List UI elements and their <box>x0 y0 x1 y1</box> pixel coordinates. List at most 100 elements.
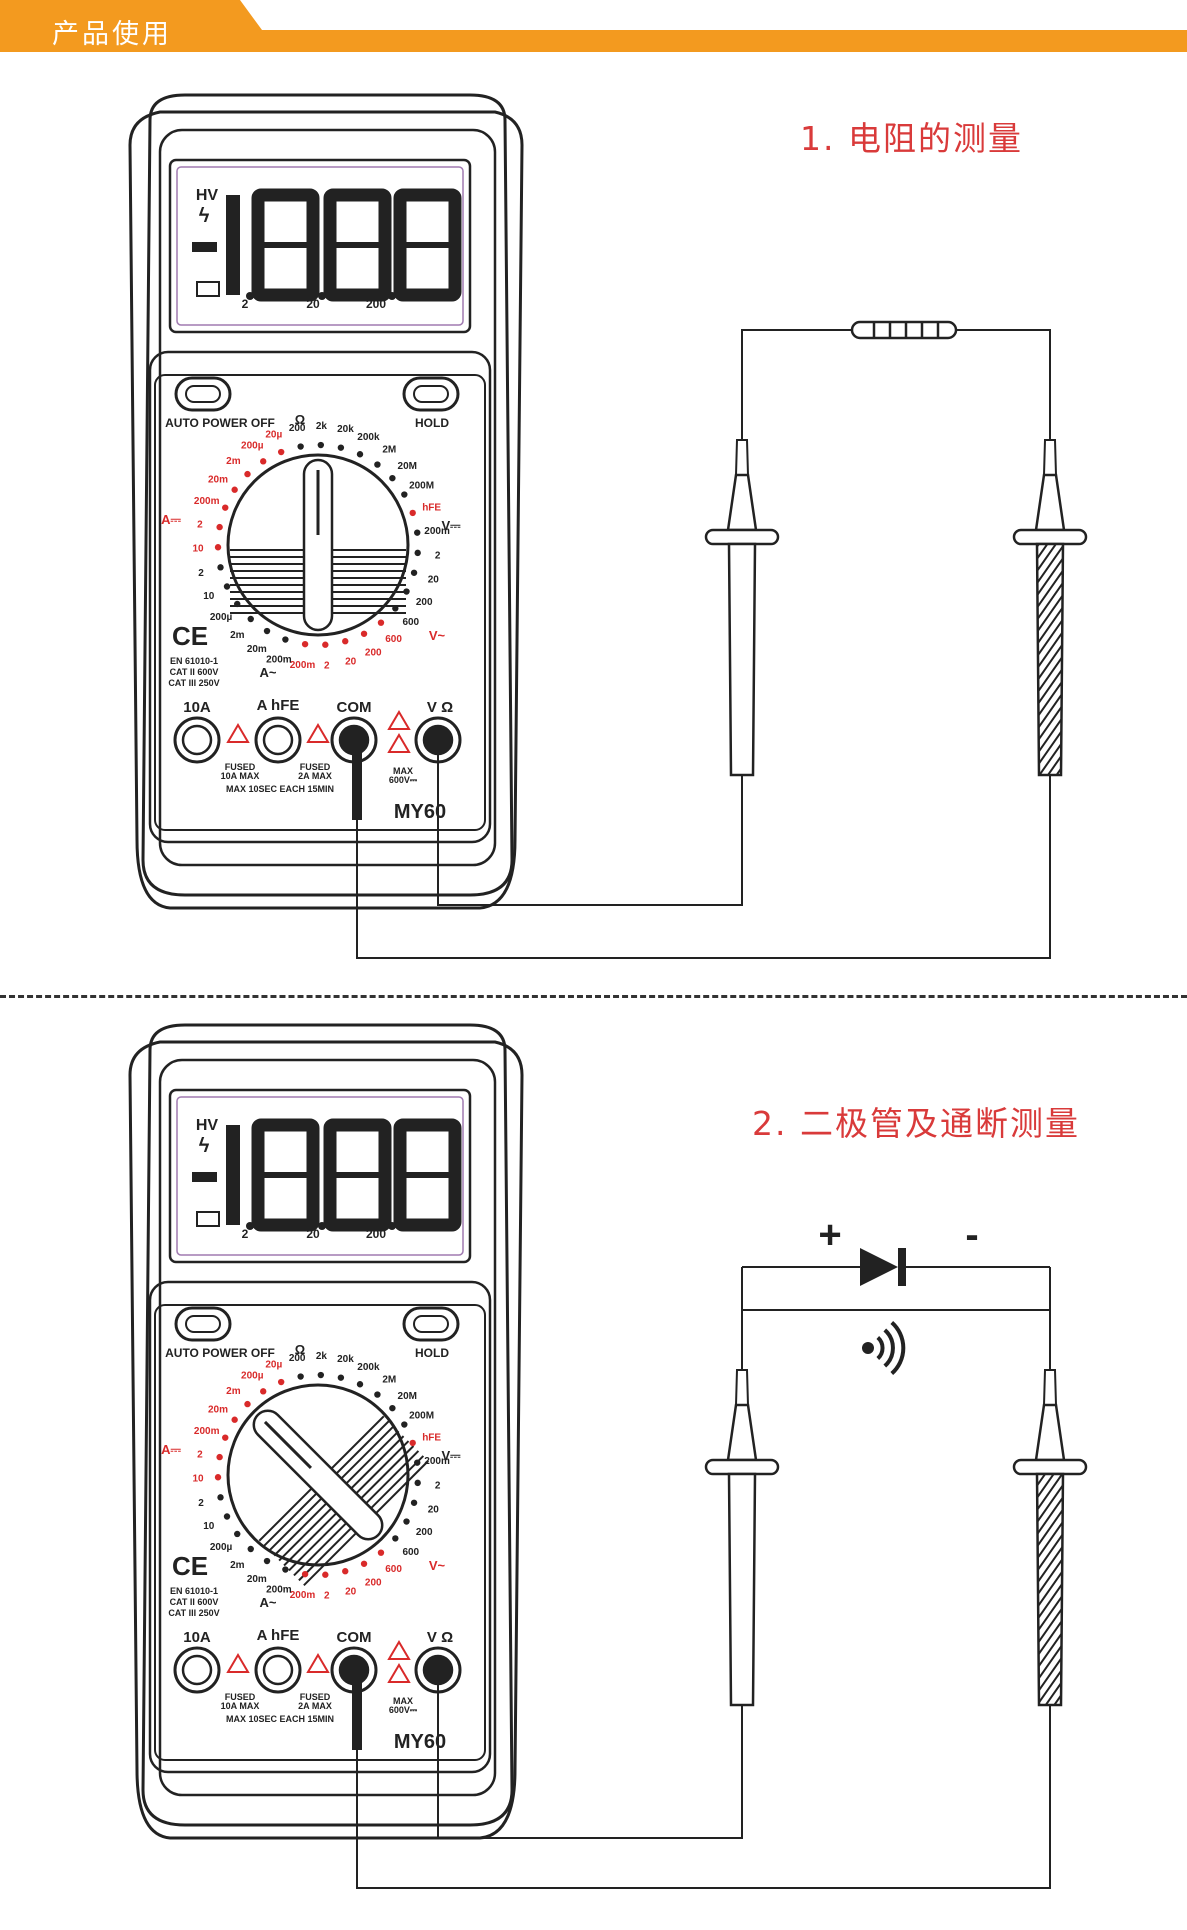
dial-position-dot <box>322 1571 329 1578</box>
com-plug <box>352 1670 362 1750</box>
dial-position-dot <box>234 1530 241 1538</box>
a-ac-label: A~ <box>260 1595 277 1610</box>
display-frame <box>168 1088 472 1264</box>
hold-button-inner <box>413 1315 449 1333</box>
decimal-point <box>246 292 254 300</box>
dial-position-label: 200m <box>266 654 292 665</box>
model-name: MY60 <box>394 801 446 823</box>
hold-button <box>402 1306 460 1342</box>
dial-position-dot <box>342 638 349 645</box>
dial-position-dot <box>231 486 238 493</box>
buzzer-wave <box>890 1321 906 1375</box>
polarity-plus-label: + <box>818 1213 841 1257</box>
dial-position-dot <box>282 636 289 643</box>
dial-position-dot <box>234 600 241 608</box>
dial-position-dot <box>216 523 223 531</box>
dial-position-dot <box>301 1570 309 1578</box>
dial-position-label: 20m <box>247 644 267 655</box>
dial-position-label: 200m <box>290 1590 316 1601</box>
display-hv-label: HV <box>196 187 219 204</box>
decimal-point <box>246 1222 254 1230</box>
a-dc-label: A⎓ <box>161 1442 181 1457</box>
auto-power-off-button <box>174 1306 232 1342</box>
dial-position-dot <box>401 1421 408 1428</box>
ce-mark: CE <box>172 621 208 651</box>
display-digits <box>192 1118 462 1232</box>
header-title: 产品使用 <box>52 19 172 50</box>
dial-position-label: 2k <box>316 1351 328 1362</box>
warning-triangle-icon <box>387 710 411 730</box>
dial-position-label: 20 <box>428 574 440 585</box>
dial-position-label: 2 <box>198 568 204 579</box>
jack-ahfe-label: A hFE <box>257 1627 300 1644</box>
dial-position-dot <box>223 583 231 590</box>
max-600v-label: 600V⎓ <box>389 775 418 785</box>
dial-position-label: 200 <box>365 648 382 659</box>
display-bolt-icon: ϟ <box>199 205 210 227</box>
display-minus-sign <box>192 242 217 252</box>
display-scale-20: 20 <box>306 1227 320 1241</box>
meter-case-outer <box>141 93 514 897</box>
ohm-label: Ω <box>295 1342 305 1357</box>
dial-position-label: 20m <box>247 1574 267 1585</box>
meter-case-outer <box>141 1023 514 1827</box>
dial-position-dot <box>297 1373 304 1380</box>
warning-triangle-icon <box>387 1663 411 1683</box>
dial-position-dot <box>337 444 345 451</box>
display-digit-8 <box>318 188 392 302</box>
dial-position-label: 2 <box>435 550 441 561</box>
dial-position-dot <box>214 544 222 551</box>
dial-position-label: 2 <box>435 1480 441 1491</box>
probe-tip-sleeve <box>1042 439 1058 476</box>
a-dc-label: A⎓ <box>161 512 181 527</box>
digit-mid-segment <box>264 1172 307 1178</box>
dial-position-label: 200µ <box>241 1371 264 1382</box>
dial-position-label: 200 <box>289 1353 306 1364</box>
dial-position-dot <box>414 1459 421 1466</box>
dial-position-dot <box>217 1494 224 1501</box>
battery-icon <box>196 281 220 297</box>
dial-position-label: 20 <box>345 656 357 667</box>
jack-com-label: COM <box>337 699 372 716</box>
control-panel <box>154 374 486 831</box>
dial-position-label: 600 <box>402 1547 419 1558</box>
display-digits <box>192 188 462 302</box>
v-ac-label: V~ <box>429 628 446 643</box>
warning-triangle-icon <box>387 1640 411 1660</box>
dial-position-label: 10 <box>192 1474 204 1485</box>
dial-position-label: 20m <box>208 475 228 486</box>
probe-finger-guard <box>704 1458 780 1476</box>
auto-power-off-button-inner <box>185 385 221 403</box>
dial-pointer <box>302 458 334 632</box>
section-header-bar: 产品使用 <box>0 0 1187 55</box>
jack-v-ohm-label: V Ω <box>427 699 453 716</box>
meter-body <box>158 128 497 867</box>
max-10sec-label: MAX 10SEC EACH 15MIN <box>226 1714 334 1724</box>
buzzer-wave <box>883 1328 895 1368</box>
diode-icon <box>860 1248 898 1286</box>
dial-position-label: 20k <box>337 1354 354 1365</box>
dial-knob <box>230 458 406 632</box>
warning-triangle-icon <box>226 723 250 743</box>
black-probe-lead <box>356 1670 1051 1889</box>
probe-neck <box>1034 1403 1066 1462</box>
dial-position-dot <box>247 1545 254 1553</box>
auto-power-off-label: AUTO POWER OFF <box>165 416 275 430</box>
jack-10a-label: 10A <box>183 1629 211 1646</box>
max-voltage-label: MAX <box>393 1696 413 1706</box>
dial-knob <box>252 1409 430 1587</box>
resistor-lead-right <box>956 329 1051 400</box>
dial-position-label: 2m <box>226 456 241 467</box>
dial-position-dot <box>223 1513 231 1520</box>
dial-position-dot <box>301 640 309 648</box>
probe-handle <box>727 1472 757 1707</box>
diode-wiring: +- <box>352 1213 1088 1889</box>
digit-segments <box>323 188 392 302</box>
display-scale-200: 200 <box>366 297 386 311</box>
dial-position-label: 200µ <box>241 441 264 452</box>
auto-power-off-button <box>174 376 232 412</box>
jack-ahfe-label: A hFE <box>257 697 300 714</box>
red-probe-lead <box>437 740 743 906</box>
